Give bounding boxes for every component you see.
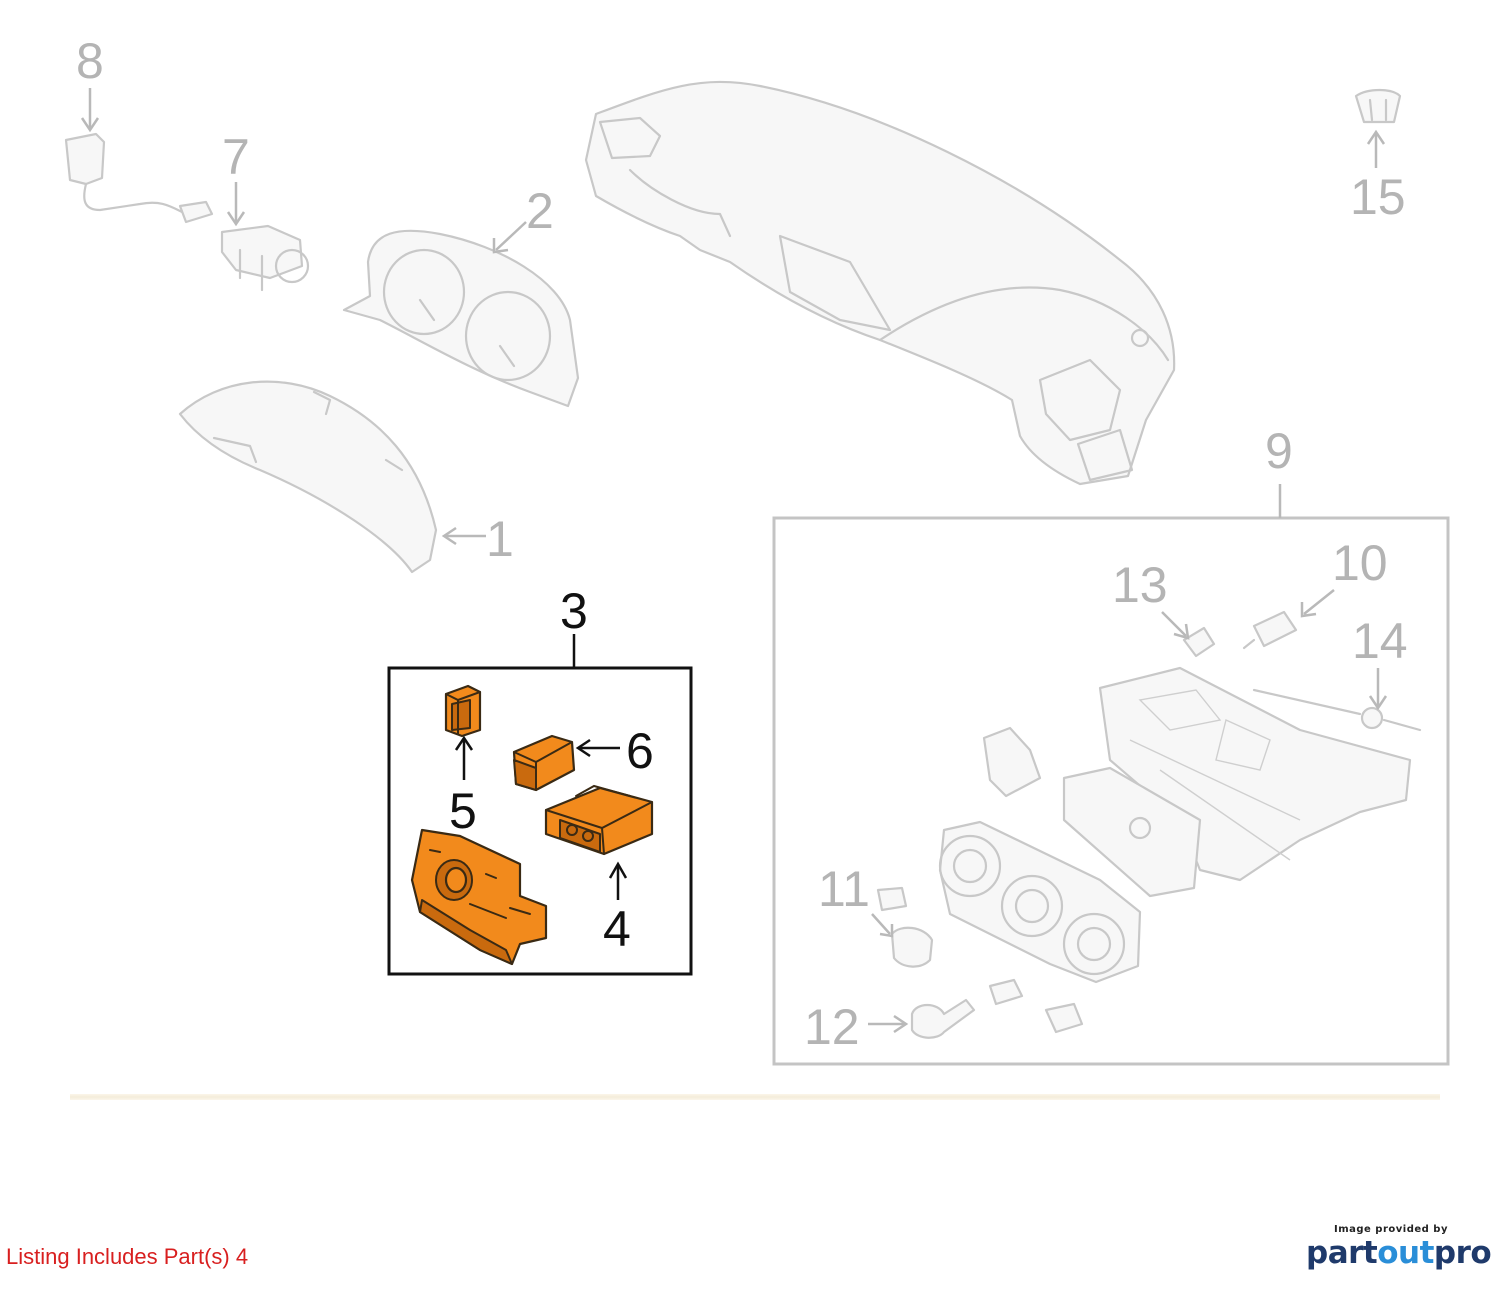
box-9-heater-control bbox=[772, 484, 1450, 1066]
logo-out: out bbox=[1377, 1235, 1434, 1271]
callout-1: 1 bbox=[486, 511, 514, 567]
part-6-switch-highlighted bbox=[512, 734, 620, 792]
partoutpro-logo: partoutpro bbox=[1306, 1235, 1492, 1271]
listing-note: Listing Includes Part(s) 4 bbox=[6, 1244, 249, 1269]
box-3-switch-assembly bbox=[387, 634, 693, 976]
part-5-switch-highlighted bbox=[444, 684, 482, 780]
callout-8: 8 bbox=[76, 33, 104, 89]
divider bbox=[70, 1094, 1440, 1100]
callout-4: 4 bbox=[603, 901, 631, 957]
logo-part: part bbox=[1306, 1235, 1378, 1271]
part-8-sensor-harness bbox=[64, 88, 214, 224]
callout-13: 13 bbox=[1112, 557, 1168, 613]
callout-3: 3 bbox=[560, 583, 588, 639]
part-4-switch-panel-highlighted bbox=[544, 784, 654, 900]
callout-12: 12 bbox=[804, 999, 860, 1055]
callout-15: 15 bbox=[1350, 169, 1406, 225]
center-bezel-highlighted bbox=[410, 828, 548, 966]
part-1-cluster-hood bbox=[178, 380, 486, 574]
callout-11: 11 bbox=[818, 861, 870, 917]
logo-pro: pro bbox=[1433, 1235, 1492, 1271]
part-7-switch bbox=[220, 182, 310, 292]
dashboard-panel bbox=[584, 80, 1176, 486]
part-15-knob-cap bbox=[1354, 88, 1402, 168]
callout-10: 10 bbox=[1332, 535, 1388, 591]
callout-6: 6 bbox=[626, 723, 654, 779]
callout-14: 14 bbox=[1352, 613, 1408, 669]
callout-7: 7 bbox=[222, 129, 250, 185]
callout-9: 9 bbox=[1265, 423, 1293, 479]
callout-5: 5 bbox=[449, 783, 477, 839]
image-credit: Image provided by partoutpro bbox=[1306, 1224, 1492, 1271]
credit-caption: Image provided by bbox=[1334, 1224, 1448, 1235]
callout-2: 2 bbox=[526, 183, 554, 239]
part-2-instrument-cluster bbox=[342, 221, 580, 408]
